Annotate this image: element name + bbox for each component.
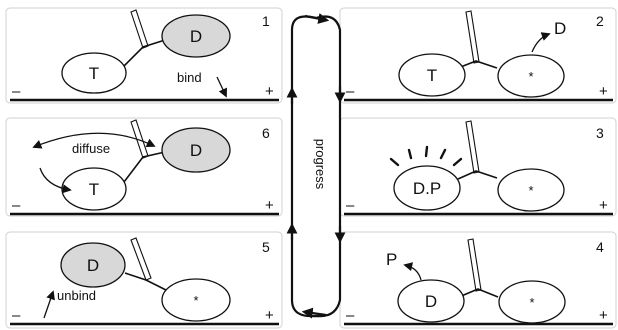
panel-number: 2 xyxy=(596,13,604,29)
neck-linker xyxy=(457,170,498,180)
head-right-label: * xyxy=(529,295,534,310)
head-left-label: D.P xyxy=(413,179,441,198)
plus-end-label: + xyxy=(265,83,274,100)
diffuse-return-arrow xyxy=(39,167,72,194)
panel-1: – + 1 T D bind xyxy=(5,7,283,104)
bind-arrow xyxy=(216,76,227,98)
head-left-label: T xyxy=(89,64,99,83)
head-left xyxy=(397,279,465,323)
head-left xyxy=(398,53,466,97)
head-right xyxy=(498,280,566,324)
unbind-arrow xyxy=(43,290,55,319)
minus-end-label: – xyxy=(346,307,355,324)
neck-linker xyxy=(124,272,167,291)
panel-6-frame xyxy=(5,117,283,217)
neck-linker xyxy=(123,151,166,183)
neck-linker xyxy=(458,288,499,298)
head-right-label: * xyxy=(528,69,533,84)
neck-linker xyxy=(457,60,498,69)
minus-end-label: – xyxy=(12,197,21,214)
atp-hydrolysis-burst xyxy=(389,145,463,167)
head-right xyxy=(161,14,231,58)
panel-5: – + 5 D * unbind xyxy=(5,231,283,329)
neck-linker xyxy=(123,39,166,67)
diffuse-label: diffuse xyxy=(72,141,110,156)
coiled-coil-stalk xyxy=(130,237,152,281)
plus-end-label: + xyxy=(265,307,274,324)
release-arrow xyxy=(403,262,422,281)
panel-number: 1 xyxy=(262,13,270,29)
minus-end-label: – xyxy=(12,83,21,100)
cycle-arrow-top xyxy=(304,13,330,24)
cycle-arrow-bottom xyxy=(301,307,327,319)
minus-end-label: – xyxy=(346,197,355,214)
head-left xyxy=(60,242,126,288)
diffuse-arrow xyxy=(32,132,156,149)
head-right-label: D xyxy=(190,141,202,160)
plus-end-label: + xyxy=(599,197,608,214)
head-right xyxy=(161,278,231,322)
head-right-label: * xyxy=(193,293,198,308)
minus-end-label: – xyxy=(346,83,355,100)
minus-end-label: – xyxy=(12,307,21,324)
panel-6: – + 6 T D diffuse xyxy=(5,117,283,217)
head-right xyxy=(161,127,231,173)
plus-end-label: + xyxy=(265,197,274,214)
panel-number: 3 xyxy=(596,125,604,141)
panel-number: 4 xyxy=(596,239,604,255)
released-phosphate-label: P xyxy=(386,250,397,269)
head-left xyxy=(61,52,127,94)
head-right-label: D xyxy=(190,27,202,46)
head-left xyxy=(61,167,127,211)
plus-end-label: + xyxy=(599,307,608,324)
head-left xyxy=(393,165,461,211)
panel-3: – + 3 D.P * xyxy=(339,117,617,217)
head-right xyxy=(497,54,565,98)
released-adp-label: D xyxy=(554,19,566,38)
release-arrow xyxy=(531,32,551,53)
panel-1-frame xyxy=(5,7,283,104)
head-left-label: T xyxy=(89,180,99,199)
bind-label: bind xyxy=(177,70,202,85)
panel-number: 6 xyxy=(262,125,270,141)
head-left-label: D xyxy=(425,292,437,311)
panel-2: – + 2 T * D xyxy=(339,7,617,104)
progress-cycle: progress xyxy=(286,13,346,319)
panel-number: 5 xyxy=(262,239,270,255)
unbind-label: unbind xyxy=(57,288,96,303)
head-left-label: T xyxy=(427,66,437,85)
panel-4: – + 4 D * P xyxy=(339,231,617,329)
progress-label: progress xyxy=(313,139,328,190)
cycle-outline xyxy=(290,15,342,318)
head-right xyxy=(497,168,565,212)
plus-end-label: + xyxy=(599,83,608,100)
head-right-label: * xyxy=(528,183,533,198)
head-left-label: D xyxy=(87,256,99,275)
